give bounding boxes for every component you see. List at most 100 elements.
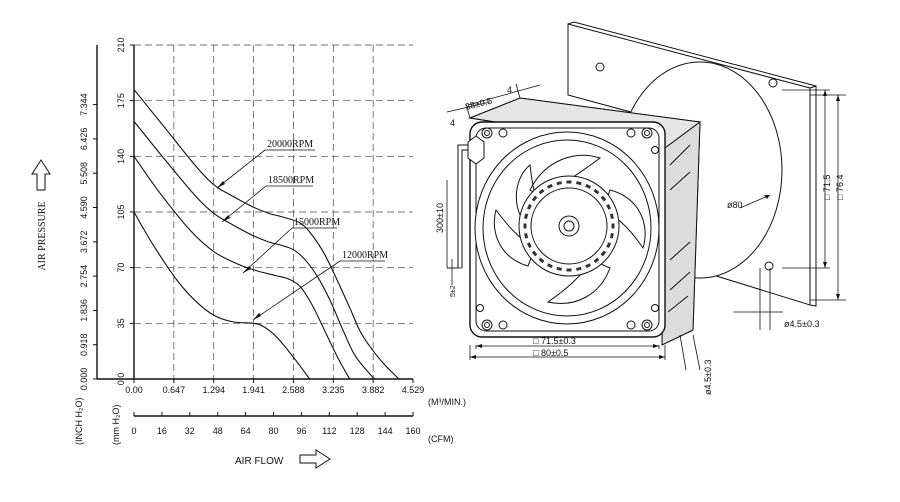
hub-slot [593,257,600,264]
y-inch-tick-label: 4.590 [79,196,89,219]
x-cfm-tick-label: 144 [378,426,393,436]
hub-slot [576,266,582,271]
fin-1 [667,144,691,313]
x-cfm-tick-label: 32 [185,426,195,436]
dim-71-5-v-text: □ 71.5 [822,175,832,200]
x-cfm-tick-label: 128 [350,426,365,436]
hub-slot [547,263,553,269]
x-cmm-tick-label: 1.941 [242,385,265,395]
series-label: 15000RPM [294,217,340,228]
dim-80-value: 80±0.5 [541,348,568,358]
chart-ticks: 0.035701051401752100.0000.9181.8362.7543… [79,37,424,436]
back-hole-tr [768,78,778,88]
leader-arrowhead [243,266,251,273]
y-inch-tick-label: 2.754 [79,265,89,288]
y-axis-title: AIR PRESSURE [37,201,48,270]
series-leader-line [221,185,267,223]
hub-slot [566,180,572,184]
series-leader-line [216,149,266,189]
dim-76-4-v-text: □ 76.4 [835,175,845,200]
series-curve [133,156,351,380]
y-inch-tick-label: 0.000 [79,368,89,391]
hub-cap [558,215,580,237]
series-label: 20000RPM [267,139,313,150]
x-cfm-tick-label: 16 [157,426,167,436]
hub-slot [606,242,612,248]
series-label: 18500RPM [268,175,314,186]
series-labels: 20000RPM 18500RPM 15000RPM 12000RPM [216,139,388,321]
hub-slot [531,250,538,257]
front-mount-holes [476,127,659,331]
hub-slot [585,263,591,269]
y-mm-tick-label: 105 [116,204,126,219]
dim-76-4-v-value: 76.4 [835,175,845,193]
y-inch-tick-label: 3.672 [79,231,89,254]
leader-arrowhead [253,313,261,320]
hub-slot [609,233,614,239]
hub-slot [593,188,600,195]
x-cfm-tick-label: 48 [213,426,223,436]
hub-slot [606,204,612,210]
y-mm-unit: (mm H₂O) [111,405,121,445]
dim-71-5-v-value: 71.5 [822,175,832,193]
hub-slot [600,250,607,257]
series-curve [133,120,375,380]
chart-curves [133,89,400,380]
performance-chart: 0.035701051401752100.0000.9181.8362.7543… [31,37,466,469]
hub-slots [523,180,615,272]
x-cmm-unit: (M³/MIN.) [428,397,466,407]
housing-right [661,120,701,346]
x-cmm-tick-label: 1.294 [202,385,225,395]
hub-slot [576,181,582,186]
mount-hole-tr [641,127,653,139]
mount-hole-br [641,319,653,331]
y-inch-tick-label: 6.426 [79,128,89,151]
x-cmm-tick-label: 0.647 [163,385,186,395]
x-cmm-tick-label: 2.588 [282,385,305,395]
y-mm-tick-label: 0.0 [116,373,126,386]
x-cmm-tick-label: 4.529 [402,385,425,395]
dim-phi80-text: ø80 [727,200,743,210]
hub-slot [611,223,615,229]
y-mm-tick-label: 175 [116,93,126,108]
hub-slot [538,257,545,264]
fan-technical-drawing [446,21,846,371]
dimension-texts: 38±0.5 4 4 300±10 5±2 □ 71.5±0.3 □ 80±0.… [435,85,845,395]
dim-300-text: 300±10 [435,203,445,233]
x-cfm-tick-label: 64 [241,426,251,436]
back-hole-tl [595,62,605,72]
x-cmm-tick-label: 3.235 [322,385,345,395]
mount-hole-bl [481,319,493,331]
series-leader-line [242,227,293,274]
series-curve [133,89,400,380]
series-leader-line [252,260,341,321]
series-curve [133,211,311,380]
venturi-ring-inner [482,139,652,317]
back-plate-top [567,21,817,87]
x-axis-title: AIR FLOW [235,456,284,467]
right-arrow-icon [299,449,331,469]
dim-71-5-value: 71.5±0.3 [541,336,576,346]
dim-arrowheads [470,90,840,359]
y-inch-tick-label: 0.918 [79,333,89,356]
hub-center [563,220,575,232]
y-mm-tick-label: 35 [116,318,126,328]
up-arrow-icon [31,159,51,191]
back-plate-side [809,85,817,307]
dim-80-text: □ 80±0.5 [533,348,568,358]
y-inch-tick-label: 1.836 [79,299,89,322]
hub-slot [526,242,532,248]
y-mm-tick-label: 210 [116,37,126,52]
hub-slot [585,183,591,189]
dim-hole-v-text: ø4.5±0.3 [703,360,713,395]
dim-38-text: 38±0.5 [464,96,493,112]
hub-slot [531,195,538,202]
leader-arrowhead [217,181,225,188]
x-cfm-unit: (CFM) [428,434,454,444]
hub-middle [530,187,608,265]
y-inch-tick-label: 5.508 [79,162,89,185]
series-label: 12000RPM [342,250,388,261]
dim-71-5-text: □ 71.5±0.3 [533,336,576,346]
chart-grid [134,44,413,379]
